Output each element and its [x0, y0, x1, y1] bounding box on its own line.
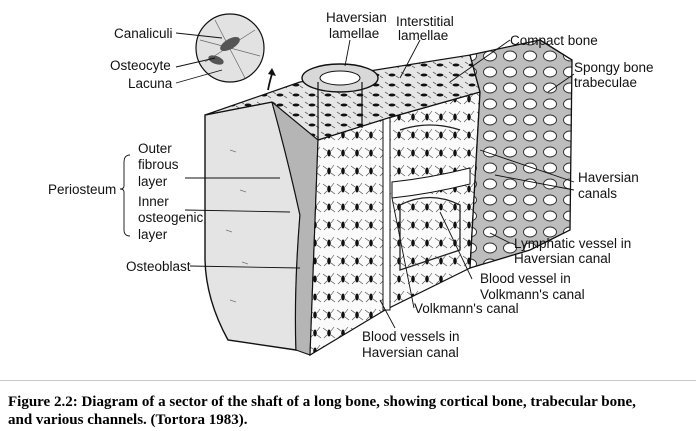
bone-shaft-diagram: Canaliculi Osteocyte Lacuna Haversian la…	[48, 10, 654, 360]
label-haversian-lamellae-2: lamellae	[329, 26, 379, 41]
label-osteoblast: Osteoblast	[126, 259, 191, 274]
label-spongy-bone-2: trabeculae	[574, 75, 637, 90]
label-outer-fibrous-2: fibrous	[138, 157, 179, 172]
label-outer-fibrous-3: layer	[138, 174, 168, 189]
label-canaliculi: Canaliculi	[114, 26, 173, 41]
label-outer-fibrous-1: Outer	[138, 141, 172, 156]
label-inner-osteogenic-3: layer	[138, 227, 168, 242]
label-compact-bone: Compact bone	[510, 33, 598, 48]
osteocyte-inset	[195, 13, 265, 83]
label-lymphatic-1: Lymphatic vessel in	[514, 236, 631, 251]
leader-lines	[119, 32, 575, 329]
label-haversian-canals-1: Haversian	[578, 170, 639, 185]
diagram-labels: Canaliculi Osteocyte Lacuna Haversian la…	[48, 10, 654, 360]
volkmann-vertical-canal	[382, 117, 391, 311]
label-volkmanns-canal: Volkmann's canal	[414, 301, 519, 316]
label-lymphatic-2: Haversian canal	[514, 251, 611, 266]
label-blood-volkmann-2: Volkmann's canal	[480, 287, 585, 302]
label-inner-osteogenic-2: osteogenic	[138, 210, 204, 225]
label-interstitial-lamellae-2: lamellae	[398, 28, 448, 43]
label-spongy-bone-1: Spongy bone	[574, 60, 654, 75]
figure-caption: Figure 2.2: Diagram of a sector of the s…	[8, 393, 692, 429]
spongy-bone	[469, 39, 573, 269]
caption-divider	[0, 380, 696, 381]
label-periosteum: Periosteum	[48, 182, 116, 197]
label-inner-osteogenic-1: Inner	[138, 194, 169, 209]
label-haversian-lamellae-1: Haversian	[326, 10, 387, 25]
caption-line-1: Figure 2.2: Diagram of a sector of the s…	[8, 394, 636, 410]
caption-line-2: and various channels. (Tortora 1983).	[8, 412, 248, 428]
label-blood-haversian-2: Haversian canal	[362, 345, 459, 360]
compact-bone-front	[309, 91, 481, 357]
label-lacuna: Lacuna	[128, 76, 173, 91]
top-surface	[204, 54, 481, 141]
label-interstitial-lamellae-1: Interstitial	[396, 14, 454, 29]
label-blood-volkmann-1: Blood vessel in	[480, 271, 571, 286]
label-haversian-canals-2: canals	[578, 186, 617, 201]
periosteum-face	[204, 101, 319, 356]
volkmann-horizontal-canal	[391, 167, 471, 199]
label-blood-haversian-1: Blood vessels in	[362, 329, 460, 344]
label-osteocyte: Osteocyte	[110, 58, 171, 73]
